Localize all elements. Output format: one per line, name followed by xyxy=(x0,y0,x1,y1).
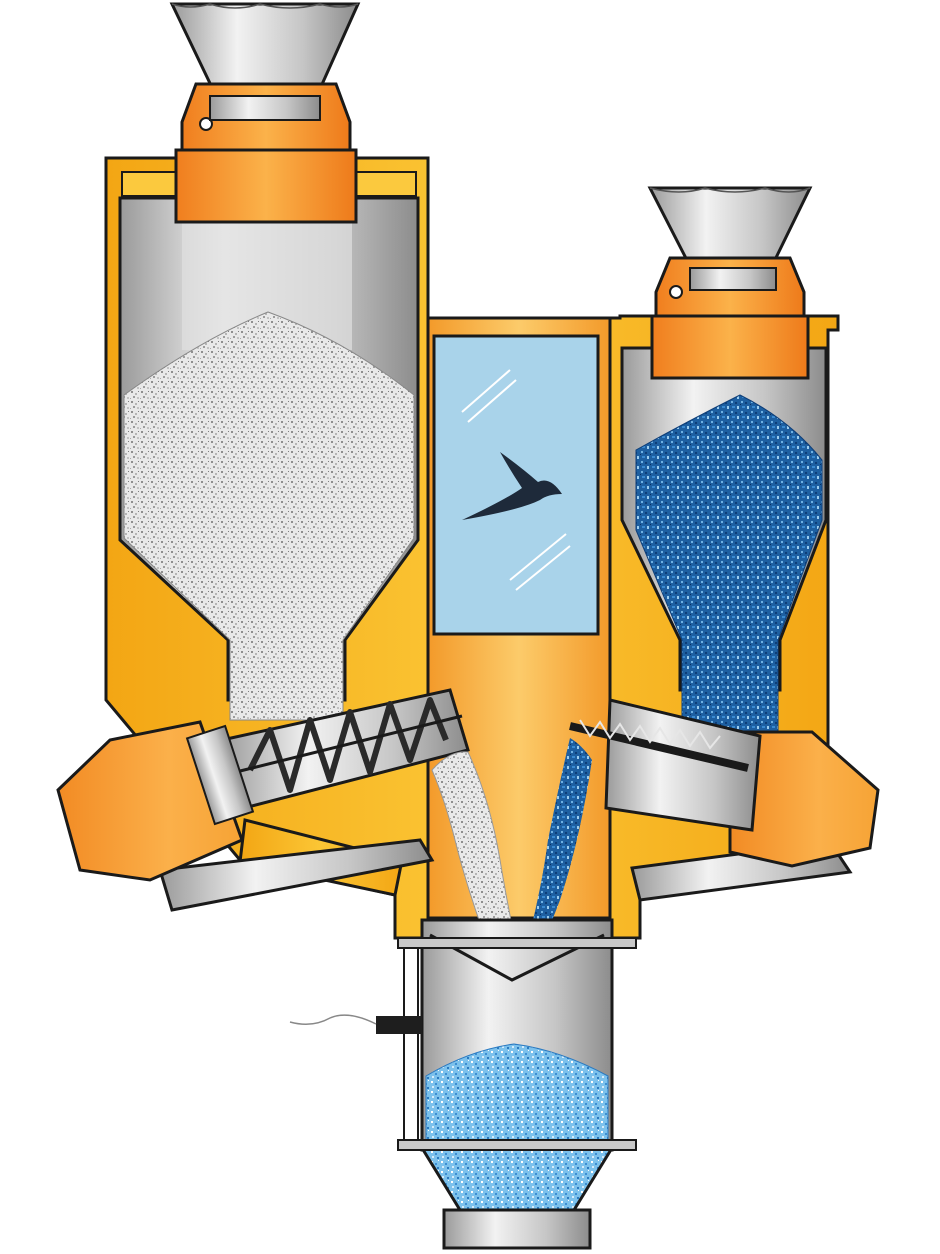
left-inlet xyxy=(169,2,361,224)
left-dosing-unit xyxy=(56,688,470,912)
viewing-window xyxy=(432,334,600,636)
swallow-bird-icon xyxy=(462,452,562,520)
left-dosing-screw xyxy=(220,688,470,810)
blended-granules-fill xyxy=(425,1043,609,1149)
mixing-chamber xyxy=(397,918,637,1250)
right-inlet xyxy=(647,186,813,380)
right-dosing-unit xyxy=(569,698,880,902)
masterbatch-granules-fill xyxy=(635,394,823,771)
right-dosing-screw xyxy=(569,698,762,832)
level-sensor xyxy=(289,947,422,1141)
right-hopper xyxy=(620,346,828,771)
natural-granules-fill xyxy=(123,311,415,721)
right-motor xyxy=(728,730,880,868)
masterbatch-stream xyxy=(520,738,592,972)
left-hopper xyxy=(118,196,420,721)
